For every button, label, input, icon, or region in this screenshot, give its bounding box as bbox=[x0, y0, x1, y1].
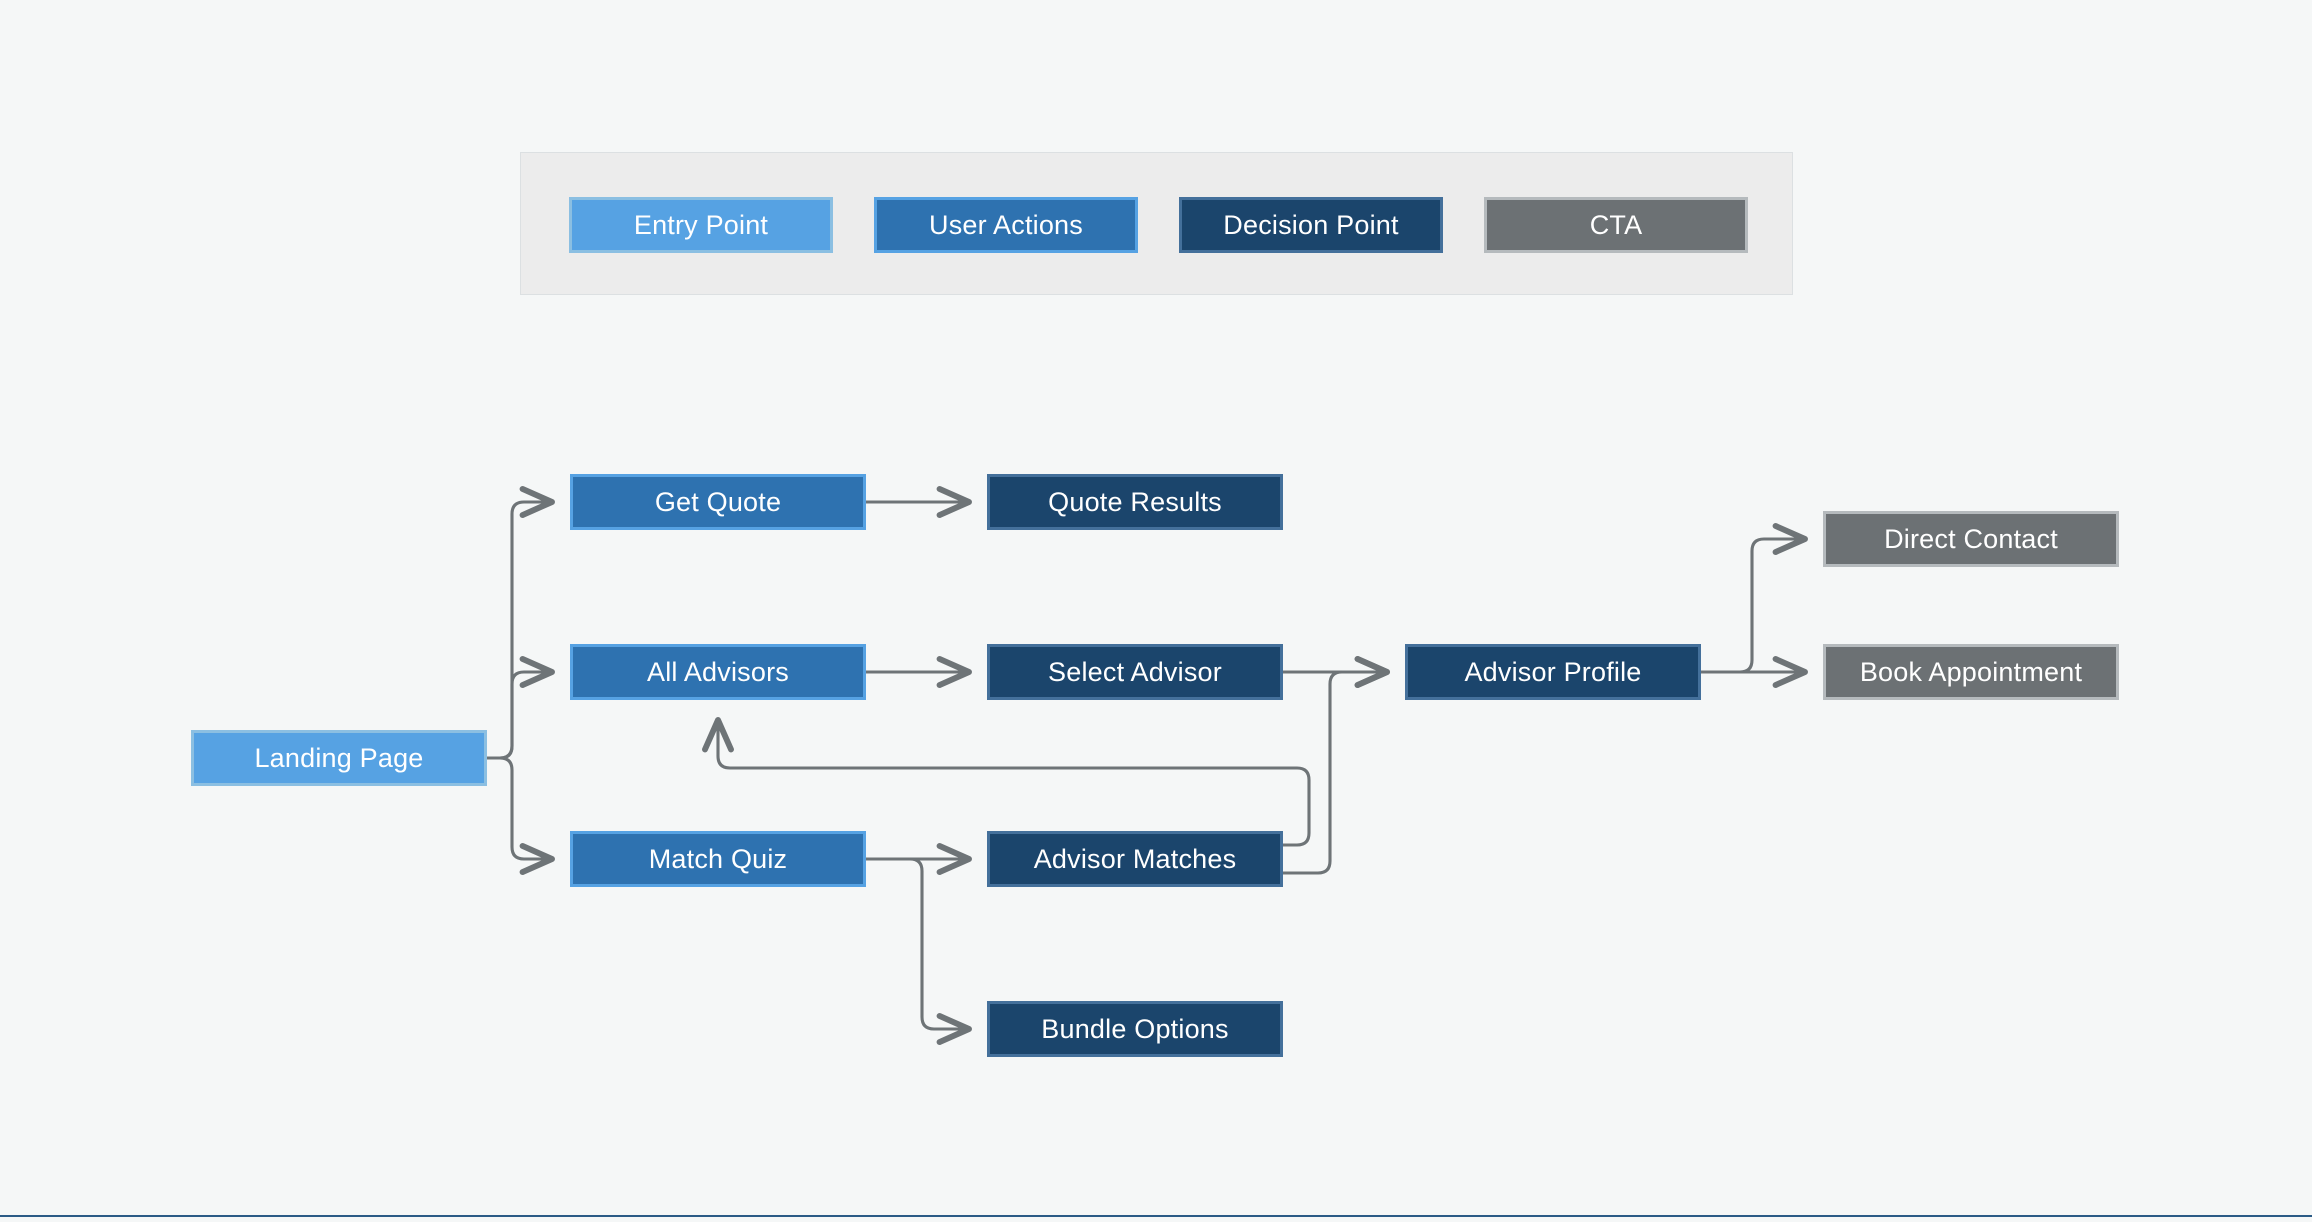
edge-landing-page-to-get-quote bbox=[485, 486, 555, 760]
legend-item-user-actions-label: User Actions bbox=[929, 209, 1083, 240]
flow-node-get-quote[interactable]: Get Quote bbox=[570, 474, 866, 530]
edge-match-quiz-to-bundle-options bbox=[864, 857, 972, 1045]
flow-node-match-quiz-label: Match Quiz bbox=[648, 843, 788, 874]
legend-item-entry-point[interactable]: Entry Point bbox=[569, 197, 833, 253]
edge-advisor-matches-to-all-advisors bbox=[702, 717, 1311, 847]
flow-node-bundle-options[interactable]: Bundle Options bbox=[987, 1001, 1283, 1057]
flow-node-bundle-options-label: Bundle Options bbox=[1041, 1013, 1229, 1044]
edge-landing-page-to-match-quiz bbox=[485, 756, 555, 875]
edge-landing-page-to-all-advisors bbox=[485, 656, 555, 760]
bottom-rule bbox=[0, 1215, 2312, 1217]
flow-node-advisor-profile[interactable]: Advisor Profile bbox=[1405, 644, 1701, 700]
flow-node-select-advisor[interactable]: Select Advisor bbox=[987, 644, 1283, 700]
flow-node-get-quote-label: Get Quote bbox=[654, 486, 782, 517]
flow-node-book-appointment[interactable]: Book Appointment bbox=[1823, 644, 2119, 700]
node-type-legend: Entry Point User Actions Decision Point … bbox=[520, 152, 1793, 295]
legend-item-cta[interactable]: CTA bbox=[1484, 197, 1748, 253]
legend-item-decision-point[interactable]: Decision Point bbox=[1179, 197, 1443, 253]
flow-node-quote-results-label: Quote Results bbox=[1048, 486, 1222, 517]
flow-node-direct-contact-label: Direct Contact bbox=[1884, 523, 2058, 554]
flow-node-select-advisor-label: Select Advisor bbox=[1048, 656, 1222, 687]
flow-node-advisor-matches[interactable]: Advisor Matches bbox=[987, 831, 1283, 887]
edge-advisor-matches-to-advisor-profile bbox=[1281, 656, 1390, 875]
flow-node-book-appointment-label: Book Appointment bbox=[1859, 656, 2083, 687]
flow-node-all-advisors[interactable]: All Advisors bbox=[570, 644, 866, 700]
flow-node-advisor-matches-label: Advisor Matches bbox=[1033, 843, 1237, 874]
flow-node-all-advisors-label: All Advisors bbox=[647, 656, 789, 687]
edge-advisor-profile-to-direct-contact bbox=[1699, 523, 1808, 674]
legend-item-user-actions[interactable]: User Actions bbox=[874, 197, 1138, 253]
flow-node-direct-contact[interactable]: Direct Contact bbox=[1823, 511, 2119, 567]
legend-items: Entry Point User Actions Decision Point … bbox=[521, 153, 1792, 294]
flow-node-landing-page-label: Landing Page bbox=[254, 742, 424, 773]
flow-node-advisor-profile-label: Advisor Profile bbox=[1464, 656, 1642, 687]
flow-node-landing-page[interactable]: Landing Page bbox=[191, 730, 487, 786]
legend-item-cta-label: CTA bbox=[1589, 209, 1643, 240]
legend-item-entry-point-label: Entry Point bbox=[633, 209, 769, 240]
flow-node-quote-results[interactable]: Quote Results bbox=[987, 474, 1283, 530]
flow-node-match-quiz[interactable]: Match Quiz bbox=[570, 831, 866, 887]
legend-item-decision-point-label: Decision Point bbox=[1223, 209, 1399, 240]
